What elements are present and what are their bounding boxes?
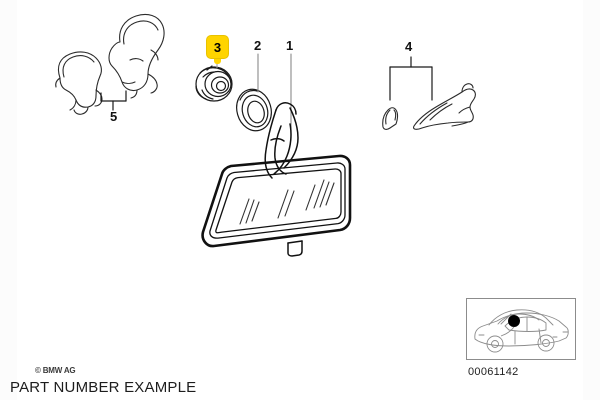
- part-1-mirror-tab: [287, 240, 303, 257]
- part-1-mirror-frame-inner: [209, 162, 346, 239]
- locator-id-number: 00061142: [468, 366, 519, 378]
- callout-label-4: 4: [405, 39, 413, 54]
- callout-label-2: 2: [254, 38, 262, 53]
- part-5-cover-right: [108, 13, 165, 99]
- callout-label-3-text: 3: [213, 39, 222, 55]
- callout-3-badge-tail: [214, 56, 221, 64]
- page-caption: PART NUMBER EXAMPLE: [10, 379, 197, 396]
- callout-label-5: 5: [110, 109, 118, 124]
- callout-label-1: 1: [286, 38, 294, 53]
- part-1-mirror-glass-streaks: [239, 179, 335, 225]
- copyright-notice: © BMW AG: [35, 366, 76, 375]
- callout-label-3-highlighted[interactable]: 3: [207, 36, 228, 58]
- locator-marker-dot: [508, 315, 520, 327]
- callout-5-bracket: [100, 90, 127, 111]
- part-2-gasket: [236, 88, 272, 132]
- vehicle-locator-drawing: [474, 309, 569, 353]
- callout-4-bracket: [389, 56, 433, 101]
- part-1-mirror-frame: [201, 154, 352, 248]
- part-5-cover-left: [55, 51, 103, 115]
- part-4-cover-large: [413, 83, 476, 130]
- part-4-cover-small: [382, 107, 399, 130]
- part-3-grommet: [195, 65, 233, 102]
- vehicle-locator-inset: [466, 298, 576, 360]
